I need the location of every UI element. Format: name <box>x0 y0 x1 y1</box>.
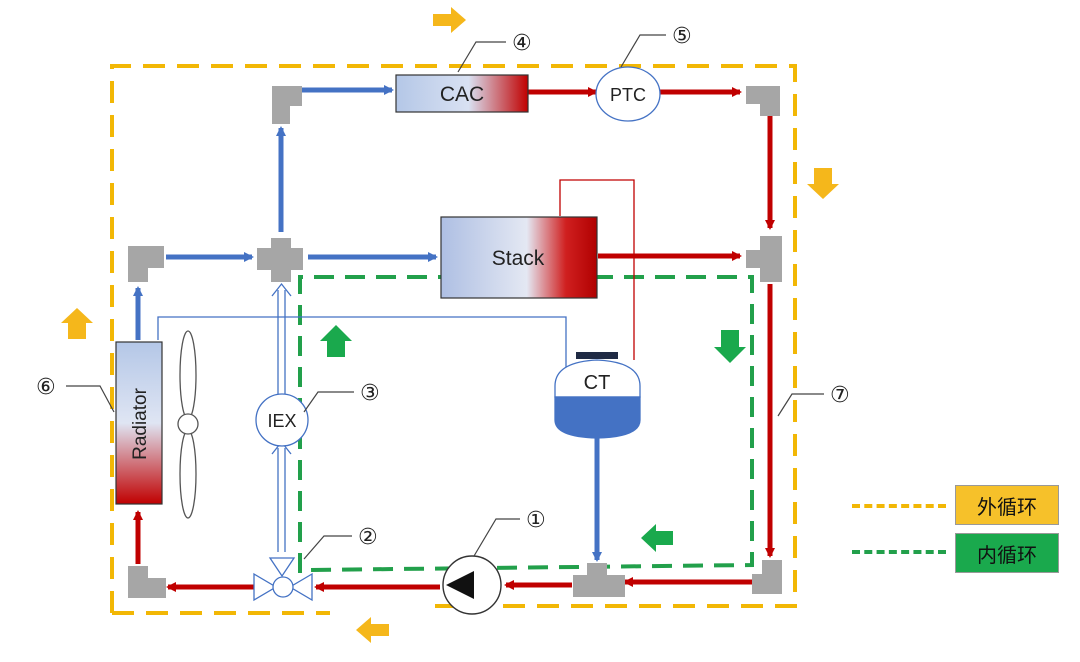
pump <box>442 555 502 615</box>
outer-loop-boundary <box>110 64 797 615</box>
fan <box>177 330 199 519</box>
stack-label: Stack <box>492 247 545 270</box>
callout-7: ⑦ <box>830 383 850 408</box>
elbow-bottom-right <box>752 560 782 594</box>
ct-label: CT <box>584 372 611 394</box>
yellow-arrow-right <box>433 7 466 33</box>
yellow-arrow-down <box>807 168 839 199</box>
three-way-valve <box>253 557 313 602</box>
callout-2-leader <box>303 535 352 560</box>
tee-bottom <box>573 563 625 597</box>
callout-5: ⑤ <box>672 24 692 49</box>
callout-7-leader <box>777 393 824 417</box>
callout-1: ① <box>526 508 546 533</box>
callouts <box>66 34 824 560</box>
coolant-tank: CT <box>554 352 641 439</box>
cold-pipes <box>133 85 602 562</box>
legend-inner-label: 内循环 <box>977 542 1037 567</box>
callout-3: ③ <box>360 381 380 406</box>
legend-outer-label: 外循环 <box>977 494 1037 519</box>
iex-label: IEX <box>267 411 296 431</box>
outer-loop-flow-arrows <box>61 7 839 643</box>
ptc-label: PTC <box>610 85 646 105</box>
callout-1-leader <box>473 518 520 557</box>
iex-bypass-line <box>271 282 292 552</box>
pipe-fittings <box>128 86 782 598</box>
radiator-component: Radiator <box>115 341 163 505</box>
callout-6-leader <box>66 385 115 413</box>
elbow-top-left <box>272 86 302 124</box>
cac-component: CAC <box>395 74 529 113</box>
legend-outer-line <box>852 504 946 508</box>
stack-component: Stack <box>440 216 598 299</box>
green-arrow-down <box>714 330 746 363</box>
legend-outer-loop: 外循环 <box>955 485 1059 525</box>
elbow-bottom-left <box>128 566 166 598</box>
callout-6: ⑥ <box>36 375 56 400</box>
callout-3-leader <box>303 391 354 413</box>
green-arrow-left <box>641 524 673 552</box>
callout-5-leader <box>620 34 666 68</box>
cac-label: CAC <box>440 83 484 106</box>
vent-line <box>157 179 635 368</box>
radiator-label: Radiator <box>130 387 151 459</box>
cross-junction <box>257 238 303 282</box>
callout-2: ② <box>358 525 378 550</box>
yellow-arrow-left <box>356 617 389 643</box>
hot-pipes <box>133 87 775 592</box>
green-arrow-up <box>320 325 352 357</box>
inner-loop-flow-arrows <box>320 325 746 552</box>
callout-4-leader <box>457 41 506 73</box>
yellow-arrow-up <box>61 308 93 339</box>
callout-4: ④ <box>512 31 532 56</box>
iex-component: IEX <box>255 393 309 447</box>
elbow-mid-left <box>128 246 164 282</box>
tee-right <box>746 236 782 282</box>
ptc-component: PTC <box>595 66 661 122</box>
legend-inner-loop: 内循环 <box>955 533 1059 573</box>
elbow-top-right <box>746 86 780 116</box>
legend-inner-line <box>852 550 946 554</box>
